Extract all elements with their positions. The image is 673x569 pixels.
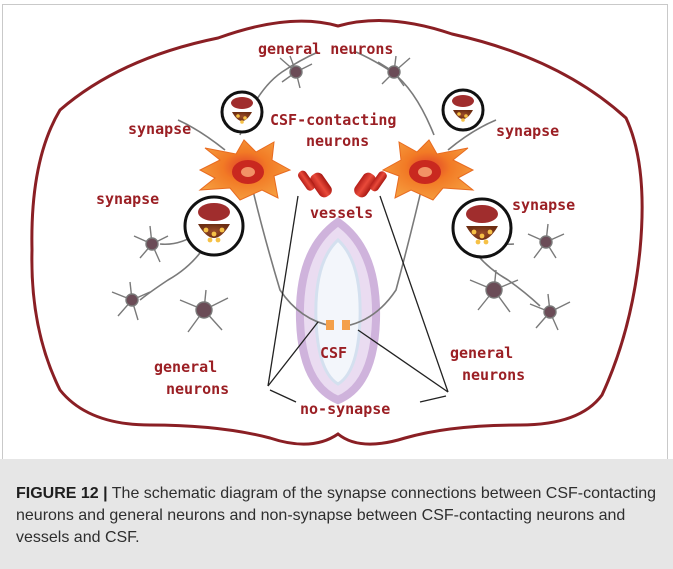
synapse-circle-top-left bbox=[222, 92, 262, 132]
synapse-diagram: general neurons CSF-contacting neurons s… bbox=[0, 0, 673, 455]
label-no-synapse: no-synapse bbox=[300, 400, 390, 418]
general-neuron-right-3 bbox=[470, 270, 518, 312]
caption-text: The schematic diagram of the synapse con… bbox=[16, 485, 656, 546]
synapse-circle-top-right bbox=[443, 90, 483, 130]
csf-contacting-neuron-left bbox=[200, 140, 290, 200]
label-general-neurons-top: general neurons bbox=[258, 40, 393, 58]
caption-figure-label: FIGURE 12 | bbox=[16, 485, 108, 502]
label-csf-contacting: CSF-contacting bbox=[270, 111, 396, 129]
label-synapse-top-left: synapse bbox=[128, 120, 191, 138]
general-neuron-right-2 bbox=[530, 294, 570, 330]
general-neuron-left-2 bbox=[112, 282, 150, 320]
general-neuron-top-left bbox=[280, 56, 312, 88]
label-csf: CSF bbox=[320, 344, 347, 362]
csf-ending-right bbox=[342, 320, 350, 330]
synapse-circle-mid-left bbox=[185, 197, 243, 255]
synapse-circle-mid-right bbox=[453, 199, 511, 257]
csf-contacting-neuron-right bbox=[383, 140, 473, 200]
label-general-left-2: neurons bbox=[166, 380, 229, 398]
label-neurons: neurons bbox=[306, 132, 369, 150]
general-neuron-right-1 bbox=[528, 224, 564, 258]
general-neuron-left-3 bbox=[180, 290, 228, 332]
label-vessels: vessels bbox=[310, 204, 373, 222]
csf-ventricle bbox=[300, 222, 376, 400]
figure-caption: FIGURE 12 | The schematic diagram of the… bbox=[0, 459, 673, 569]
general-neuron-top-right bbox=[378, 56, 410, 86]
csf-ending-left bbox=[326, 320, 334, 330]
label-synapse-mid-left: synapse bbox=[96, 190, 159, 208]
vessel-right bbox=[352, 170, 389, 200]
label-general-right-1: general bbox=[450, 344, 513, 362]
label-general-right-2: neurons bbox=[462, 366, 525, 384]
label-synapse-mid-right: synapse bbox=[512, 196, 575, 214]
vessel-left bbox=[296, 169, 334, 200]
label-synapse-top-right: synapse bbox=[496, 122, 559, 140]
label-general-left-1: general bbox=[154, 358, 217, 376]
